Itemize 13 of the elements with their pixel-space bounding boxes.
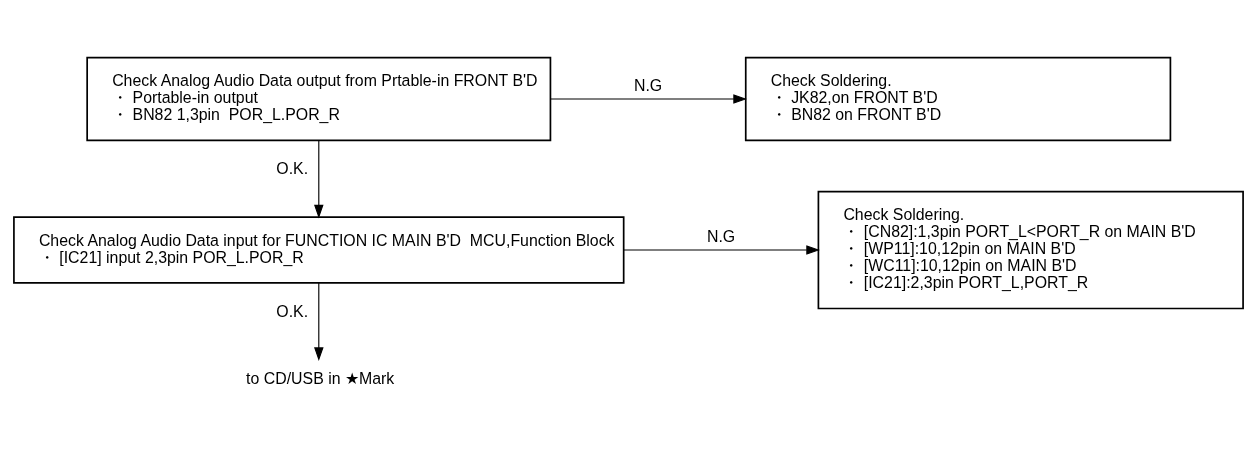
edge-label: O.K. xyxy=(276,159,309,177)
edge-label: O.K. xyxy=(276,302,309,320)
node-box: Check Soldering. ・ [CN82]:1,3pin PORT_L<PORT_R on MAIN B'D ・ [WP11]:10,12pin on MAIN B'D ・ [WC11]:10,12pin on MAIN B'D ・ [IC21]:2,3pin PORT_L,PORT_R xyxy=(817,190,1244,309)
arrow xyxy=(549,93,747,104)
node-box: Check Analog Audio Data input for FUNCTION IC MAIN B'D MCU,Function Block ・ [IC21] input 2,3pin POR_L.POR_R xyxy=(13,215,625,284)
arrow xyxy=(623,244,820,255)
node-text: to CD/USB in ★Mark xyxy=(246,369,395,387)
edge-label: N.G xyxy=(706,227,736,245)
node-box: Check Analog Audio Data output from Prtable-in FRONT B'D ・ Portable-in output ・ BN82 1,3pin POR_L.POR_R xyxy=(86,56,552,141)
edge-label: N.G xyxy=(633,76,663,94)
arrow xyxy=(314,139,324,218)
node-box: Check Soldering. ・ JK82,on FRONT B'D ・ BN82 on FRONT B'D xyxy=(744,56,1172,141)
arrow xyxy=(314,282,324,361)
